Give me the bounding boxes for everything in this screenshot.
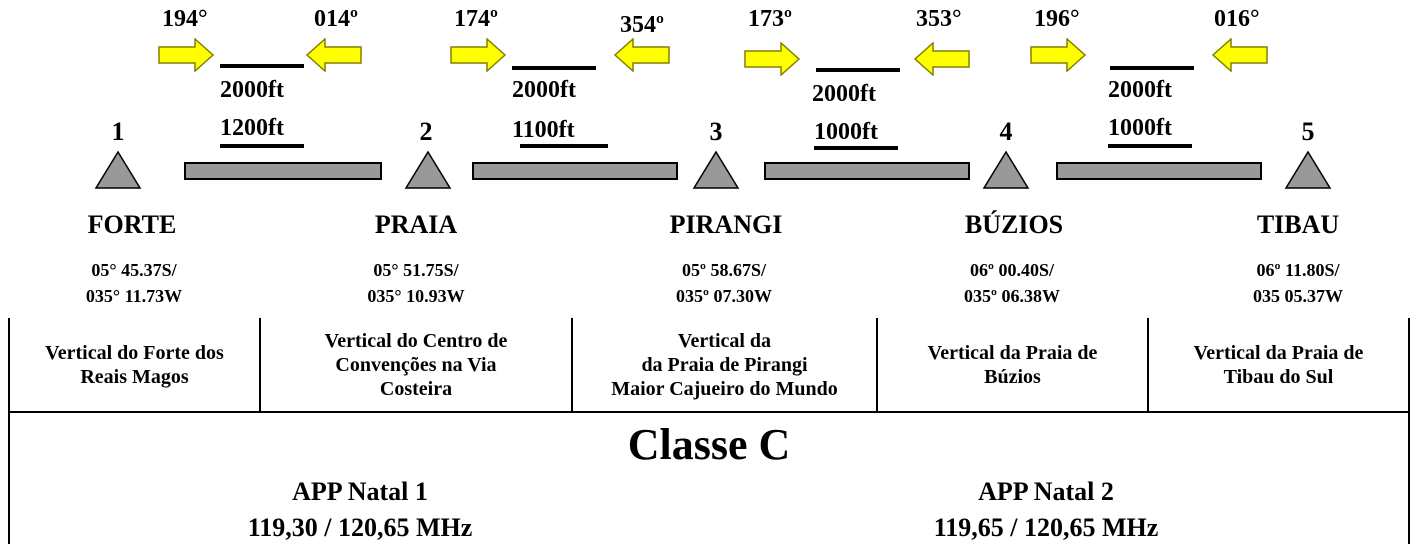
leg2-altitude-low: 1100ft [512,117,575,143]
waypoint-number-1: 1 [111,117,125,146]
leg4-altitude-low: 1000ft [1108,115,1172,141]
leg3-heading-outbound: 173º [748,6,792,32]
route-segment [472,162,678,180]
waypoint-name-praia: PRAIA [374,210,458,239]
waypoint-lon: 035° 11.73W [85,286,183,306]
waypoint-triangle-icon [692,150,740,189]
table-row-divider [8,411,1410,413]
waypoint-name-forte: FORTE [87,210,177,239]
waypoint-lat: 05° 45.37S/ [91,260,177,280]
waypoint-triangle-icon [404,150,452,189]
table-divider [259,318,261,412]
right-arrow-icon [744,42,800,76]
left-arrow-icon [614,38,670,72]
app-natal-1-frequency: 119,30 / 120,65 MHz [247,513,473,542]
leg1-altitude-low: 1200ft [220,115,284,141]
left-arrow-icon [1212,38,1268,72]
airspace-class-title: Classe C [627,420,791,469]
table-border-right [1408,318,1410,544]
waypoint-name-buzios: BÚZIOS [964,210,1064,239]
route-segment [184,162,382,180]
waypoint-triangle-icon [94,150,142,189]
app-natal-2-name: APP Natal 2 [978,477,1114,506]
leg2-heading-inbound: 354º [620,12,664,38]
altitude-bottom-bar [520,144,608,148]
leg3-heading-inbound: 353° [916,6,962,32]
altitude-top-bar [1110,66,1194,70]
waypoint-name-pirangi: PIRANGI [669,210,783,239]
waypoint-lat: 06º 11.80S/ [1256,260,1340,280]
left-arrow-icon [306,38,362,72]
app-natal-2-frequency: 119,65 / 120,65 MHz [933,513,1159,542]
leg2-heading-outbound: 174º [454,6,498,32]
leg4-heading-outbound: 196° [1034,6,1080,32]
table-divider [1147,318,1149,412]
altitude-bottom-bar [1108,144,1192,148]
altitude-bottom-bar [220,144,304,148]
waypoint-number-3: 3 [709,117,723,146]
altitude-top-bar [512,66,596,70]
table-border-left [8,318,10,544]
waypoint-lon: 035 05.37W [1253,286,1343,306]
leg4-heading-inbound: 016° [1214,6,1260,32]
waypoint-name-tibau: TIBAU [1256,210,1340,239]
waypoint-number-2: 2 [419,117,433,146]
leg1-altitude-high: 2000ft [220,77,284,103]
waypoint-lon: 035º 07.30W [676,286,772,306]
left-arrow-icon [914,42,970,76]
altitude-top-bar [220,64,304,68]
leg4-altitude-high: 2000ft [1108,77,1172,103]
leg3-altitude-low: 1000ft [814,119,878,145]
altitude-top-bar [816,68,900,72]
waypoint-lat: 05º 58.67S/ [682,260,766,280]
route-segment [764,162,970,180]
route-segment [1056,162,1262,180]
right-arrow-icon [450,38,506,72]
app-natal-1-name: APP Natal 1 [292,477,428,506]
leg3-altitude-high: 2000ft [812,81,876,107]
waypoint-number-4: 4 [999,117,1013,146]
table-divider [876,318,878,412]
leg1-heading-inbound: 014º [314,6,358,32]
leg1-heading-outbound: 194° [162,6,208,32]
waypoint-lon: 035° 10.93W [367,286,465,306]
waypoint-lon: 035º 06.38W [964,286,1060,306]
waypoint-triangle-icon [982,150,1030,189]
waypoint-number-5: 5 [1301,117,1315,146]
altitude-bottom-bar [814,146,898,150]
leg2-altitude-high: 2000ft [512,77,576,103]
waypoint-lat: 05° 51.75S/ [373,260,459,280]
waypoint-triangle-icon [1284,150,1332,189]
table-divider [571,318,573,412]
right-arrow-icon [158,38,214,72]
right-arrow-icon [1030,38,1086,72]
waypoint-lat: 06º 00.40S/ [970,260,1054,280]
